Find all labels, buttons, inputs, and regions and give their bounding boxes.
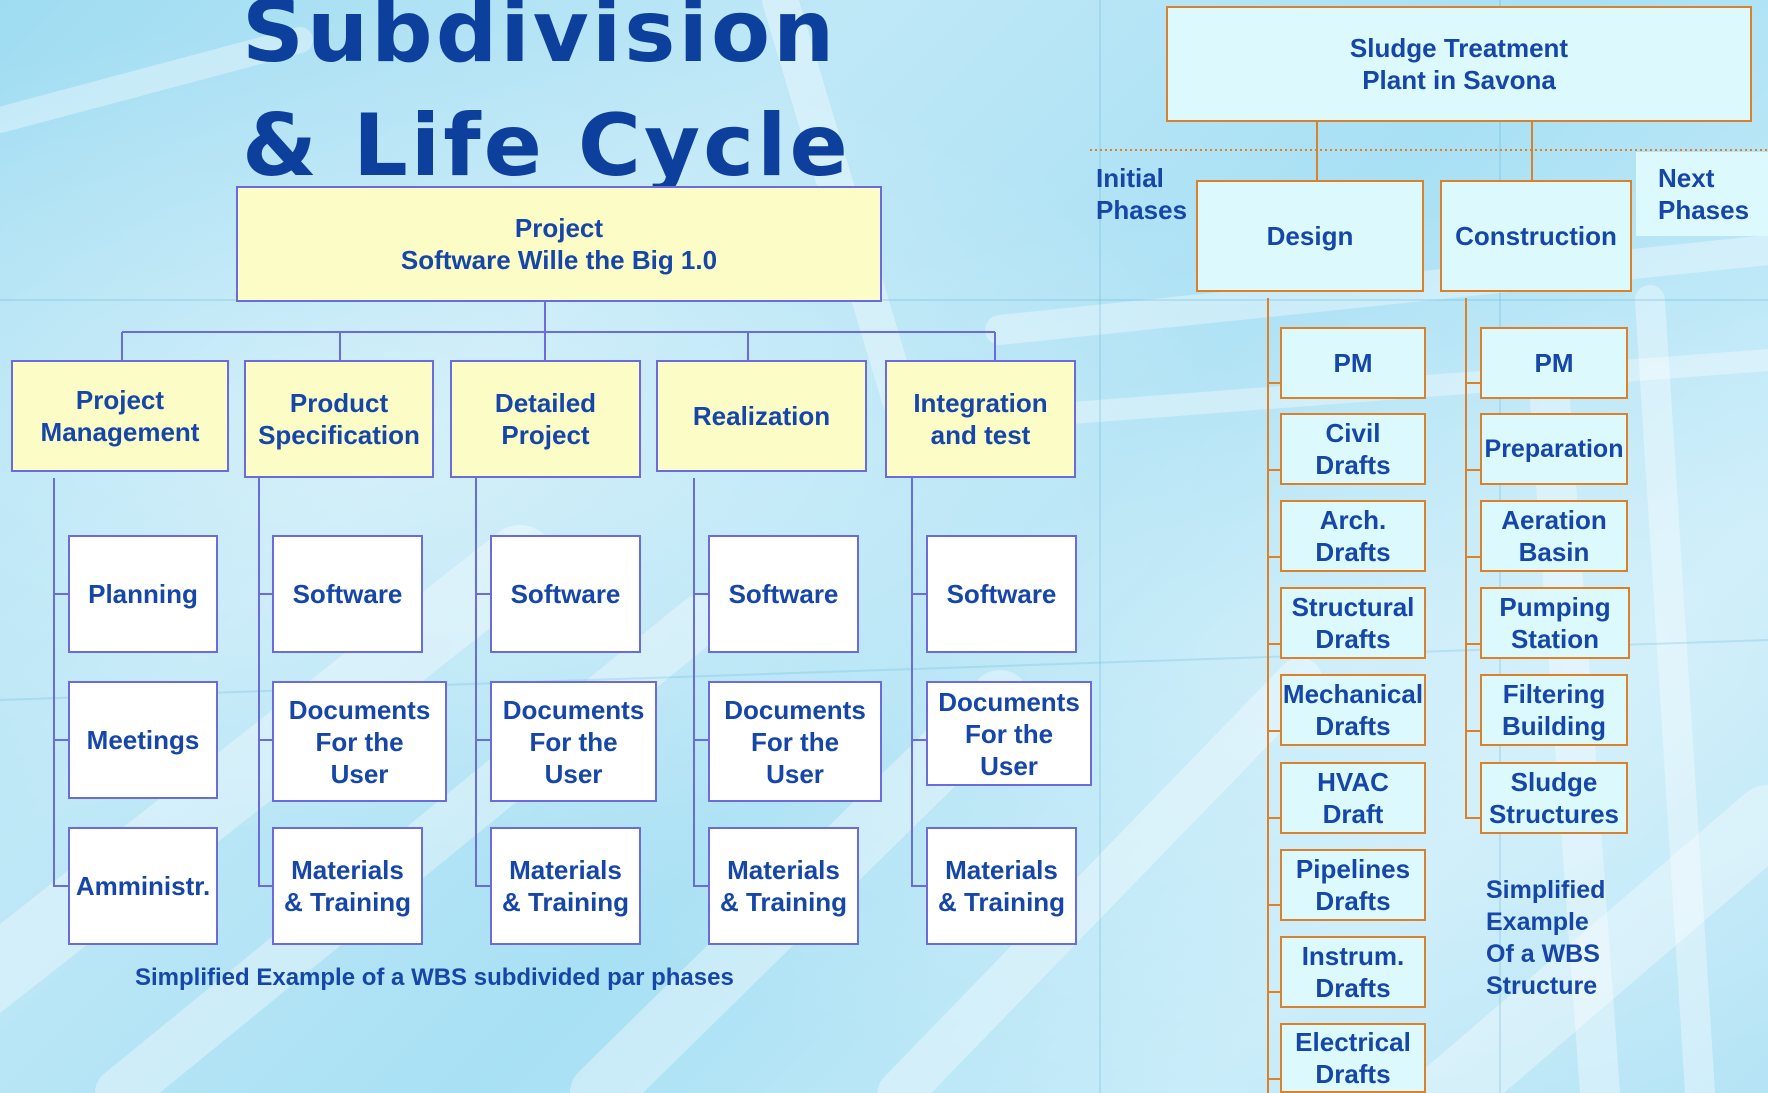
construction-item-pm[interactable]: PM xyxy=(1480,327,1628,399)
phase-product-specification[interactable]: Product Specification xyxy=(244,360,434,478)
design-item-pipelines-drafts[interactable]: Pipelines Drafts xyxy=(1280,849,1426,921)
wbs-item-software[interactable]: Software xyxy=(490,535,641,653)
right-wbs-root[interactable]: Sludge Treatment Plant in Savona xyxy=(1166,6,1752,122)
design-item-arch-drafts[interactable]: Arch. Drafts xyxy=(1280,500,1426,572)
wbs-item-amministr[interactable]: Amministr. xyxy=(68,827,218,945)
wbs-item-software[interactable]: Software xyxy=(272,535,423,653)
wbs-item-materials-training[interactable]: Materials & Training xyxy=(272,827,423,945)
construction-item-aeration-basin[interactable]: Aeration Basin xyxy=(1480,500,1628,572)
branch-design[interactable]: Design xyxy=(1196,180,1424,292)
wbs-item-materials-training[interactable]: Materials & Training xyxy=(926,827,1077,945)
next-phases-label: Next Phases xyxy=(1636,152,1768,236)
initial-phases-label: Initial Phases xyxy=(1096,163,1188,225)
phase-detailed-project[interactable]: Detailed Project xyxy=(450,360,641,478)
wbs-item-materials-training[interactable]: Materials & Training xyxy=(708,827,859,945)
page-title-line2: & Life Cycle xyxy=(242,96,851,196)
design-item-instrum-drafts[interactable]: Instrum. Drafts xyxy=(1280,936,1426,1008)
wbs-item-documents-for-user[interactable]: Documents For the User xyxy=(490,681,657,802)
wbs-item-documents-for-user[interactable]: Documents For the User xyxy=(272,681,447,802)
wbs-item-meetings[interactable]: Meetings xyxy=(68,681,218,799)
design-item-civil-drafts[interactable]: Civil Drafts xyxy=(1280,413,1426,485)
phase-realization[interactable]: Realization xyxy=(656,360,867,472)
page-title-line1: Subdivision xyxy=(242,0,838,82)
design-item-mechanical-drafts[interactable]: Mechanical Drafts xyxy=(1280,674,1426,746)
wbs-item-documents-for-user[interactable]: Documents For the User xyxy=(708,681,882,802)
construction-item-filtering-building[interactable]: Filtering Building xyxy=(1480,674,1628,746)
left-wbs-caption: Simplified Example of a WBS subdivided p… xyxy=(135,964,734,991)
wbs-item-software[interactable]: Software xyxy=(708,535,859,653)
phase-project-management[interactable]: Project Management xyxy=(11,360,229,472)
construction-item-preparation[interactable]: Preparation xyxy=(1480,413,1628,485)
design-item-electrical-drafts[interactable]: Electrical Drafts xyxy=(1280,1023,1426,1093)
wbs-item-documents-for-user[interactable]: Documents For the User xyxy=(926,681,1092,786)
wbs-item-software[interactable]: Software xyxy=(926,535,1077,653)
branch-construction[interactable]: Construction xyxy=(1440,180,1632,292)
design-item-pm[interactable]: PM xyxy=(1280,327,1426,399)
construction-item-sludge-structures[interactable]: Sludge Structures xyxy=(1480,762,1628,834)
wbs-item-planning[interactable]: Planning xyxy=(68,535,218,653)
construction-item-pumping-station[interactable]: Pumping Station xyxy=(1480,587,1630,659)
right-wbs-caption: Simplified Example Of a WBS Structure xyxy=(1486,876,1606,1000)
design-item-hvac-draft[interactable]: HVAC Draft xyxy=(1280,762,1426,834)
wbs-item-materials-training[interactable]: Materials & Training xyxy=(490,827,641,945)
left-wbs-root[interactable]: Project Software Wille the Big 1.0 xyxy=(236,186,882,302)
phase-integration-and-test[interactable]: Integration and test xyxy=(885,360,1076,478)
design-item-structural-drafts[interactable]: Structural Drafts xyxy=(1280,587,1426,659)
